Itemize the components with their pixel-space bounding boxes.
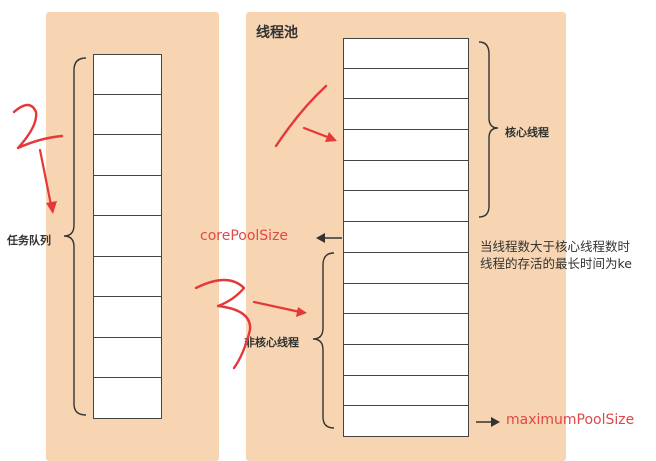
- red-arrow-right-upper: [302, 126, 332, 140]
- pool-cell: [343, 159, 469, 192]
- task-queue-label: 任务队列: [7, 234, 51, 247]
- handwritten-one: [274, 84, 328, 148]
- non-core-threads-brace: [312, 252, 335, 429]
- keep-alive-note: 当线程数大于核心线程数时 线程的存活的最长时间为ke: [480, 238, 656, 272]
- queue-cell: [93, 377, 162, 419]
- red-arrow-right-lower: [252, 300, 302, 314]
- pool-cell: [343, 67, 469, 100]
- core-pool-size-label: corePoolSize: [200, 228, 289, 244]
- handwritten-two: [12, 103, 64, 150]
- maximum-pool-size-arrowhead: [491, 417, 500, 427]
- red-arrowhead-lower: [296, 307, 307, 317]
- pool-cell: [343, 282, 469, 315]
- pool-cell: [343, 343, 469, 376]
- note-line-1: 当线程数大于核心线程数时: [480, 239, 631, 254]
- non-core-threads-label: 非核心线程: [244, 336, 299, 349]
- core-threads-brace: [478, 41, 499, 218]
- red-arrowhead-upper: [325, 132, 337, 142]
- queue-cell: [93, 93, 162, 136]
- queue-cell: [93, 54, 162, 95]
- pool-cell: [343, 405, 469, 437]
- queue-cell: [93, 336, 162, 379]
- maximum-pool-size-label: maximumPoolSize: [506, 412, 635, 428]
- handwritten-three: [194, 278, 252, 370]
- pool-cell: [343, 129, 469, 161]
- pool-cell: [343, 221, 469, 253]
- queue-cell: [93, 296, 162, 338]
- core-pool-size-arrowhead: [316, 233, 325, 243]
- red-arrow-down: [38, 148, 54, 212]
- task-queue-brace: [63, 57, 87, 416]
- pool-cell: [343, 313, 469, 345]
- note-line-2: 线程的存活的最长时间为ke: [480, 256, 632, 271]
- queue-cell: [93, 255, 162, 298]
- pool-title: 线程池: [256, 25, 298, 41]
- red-arrowhead-down: [46, 201, 57, 214]
- core-threads-label: 核心线程: [505, 126, 549, 139]
